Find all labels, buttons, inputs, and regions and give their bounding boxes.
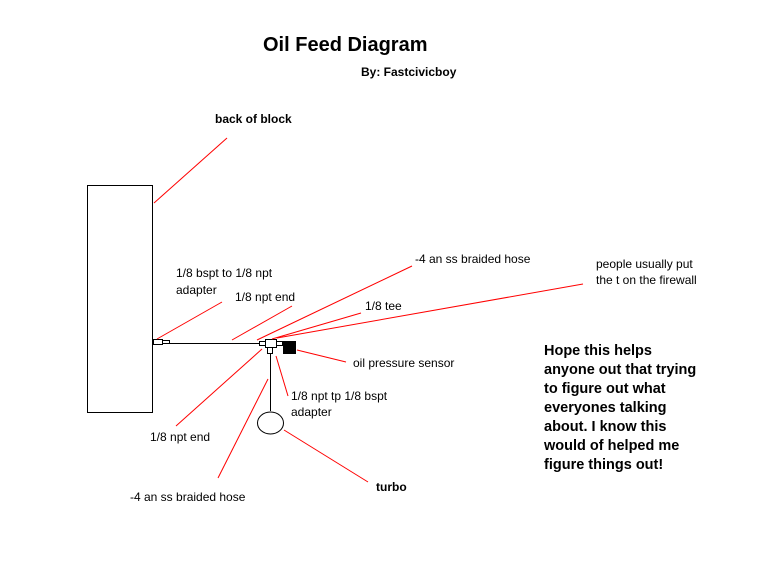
- leader-lines: [153, 137, 584, 483]
- label-npt-end-bottom: 1/8 npt end: [150, 430, 210, 444]
- label-braided-hose-bottom: -4 an ss braided hose: [130, 490, 246, 504]
- leader-braided-hose-top: [256, 265, 413, 341]
- label-npt-bspt-adapter-line1: 1/8 npt tp 1/8 bspt: [291, 389, 388, 403]
- label-npt-bspt-adapter-line2: adapter: [291, 405, 332, 419]
- engine-block: [87, 185, 153, 413]
- leader-braided-hose-bottom: [217, 378, 269, 479]
- leader-turbo: [283, 429, 369, 483]
- label-bspt-adapter-line1: 1/8 bspt to 1/8 npt: [176, 266, 273, 280]
- label-back-of-block: back of block: [215, 112, 292, 126]
- tee-adapter-fitting: [276, 341, 283, 346]
- label-braided-hose-top: -4 an ss braided hose: [415, 252, 531, 266]
- label-npt-end-top: 1/8 npt end: [235, 290, 295, 304]
- tee-npt-end-fitting: [259, 341, 266, 346]
- note-line: Hope this helps: [544, 343, 652, 359]
- leader-tee: [271, 312, 362, 340]
- label-oil-pressure-sensor: oil pressure sensor: [353, 356, 454, 370]
- label-tee: 1/8 tee: [365, 299, 402, 313]
- leader-back-of-block: [153, 137, 228, 204]
- leader-npt-end-top: [231, 305, 293, 341]
- block-npt-end-fitting: [162, 340, 170, 344]
- label-firewall-line1: people usually put: [596, 257, 693, 271]
- note-line: would of helped me: [543, 438, 679, 454]
- leader-bspt-adapter: [156, 301, 223, 340]
- label-turbo: turbo: [376, 480, 407, 494]
- label-firewall-line2: the t on the firewall: [596, 273, 697, 287]
- block-adapter-fitting: [153, 339, 163, 345]
- note-block: Hope this helps anyone out that trying t…: [543, 343, 696, 473]
- note-line: figure things out!: [544, 457, 663, 473]
- leader-npt-end-bottom: [175, 348, 263, 427]
- label-bspt-adapter-line2: adapter: [176, 283, 217, 297]
- leader-oil-pressure-sensor: [296, 349, 347, 363]
- diagram-title: Oil Feed Diagram: [263, 34, 428, 56]
- oil-pressure-sensor: [283, 341, 296, 354]
- note-line: to figure out what: [544, 381, 666, 397]
- tee-fitting: [265, 339, 277, 348]
- leader-firewall: [276, 283, 584, 339]
- note-line: about. I know this: [544, 419, 666, 435]
- byline: By: Fastcivicboy: [361, 65, 457, 79]
- note-line: anyone out that trying: [544, 362, 696, 378]
- tee-drop-fitting: [267, 347, 273, 354]
- note-line: everyones talking: [544, 400, 667, 416]
- leader-npt-bspt-adapter: [275, 355, 289, 397]
- turbo: [257, 411, 284, 435]
